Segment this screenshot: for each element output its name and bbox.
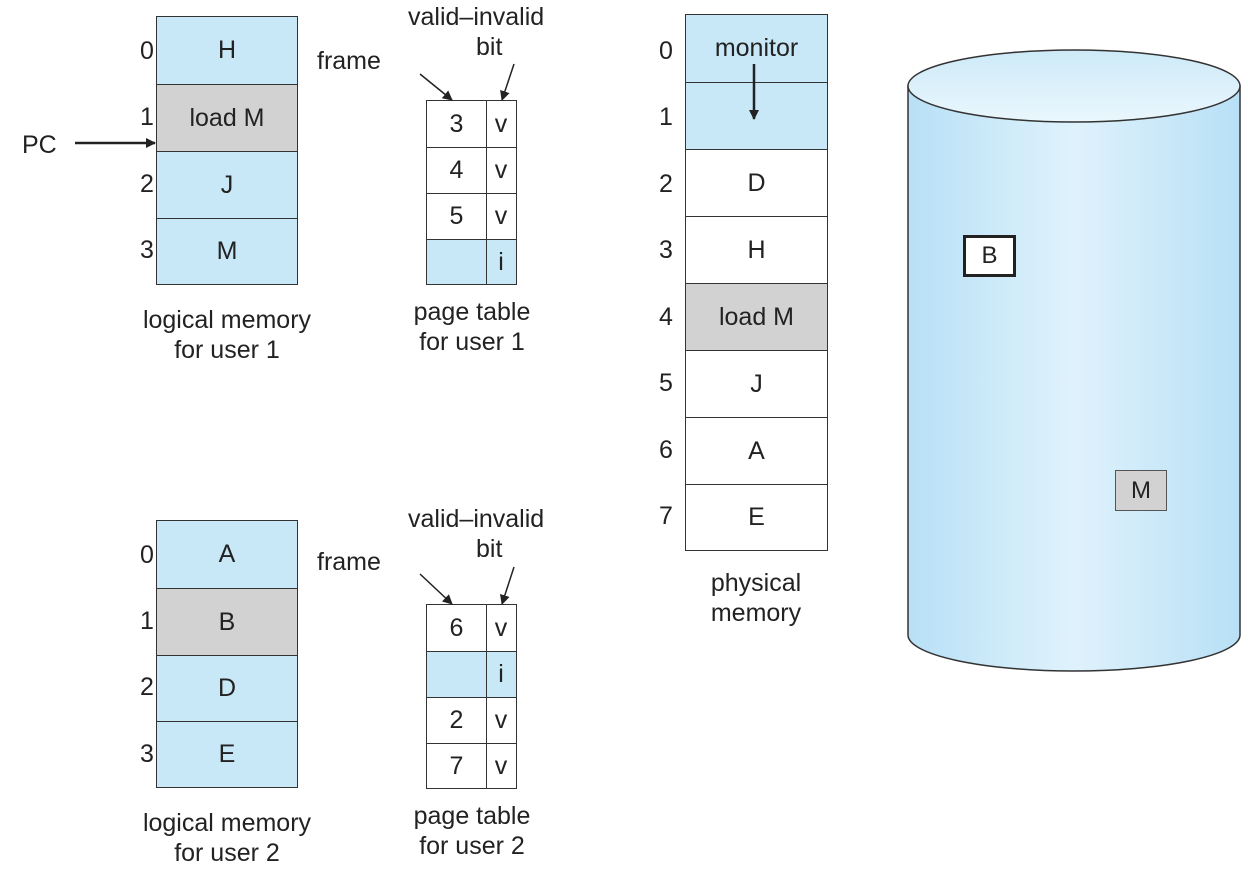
user1-page-1: load M: [157, 84, 297, 151]
user2-page-table-caption: page table for user 2: [372, 801, 572, 861]
user1-page-0: H: [157, 17, 297, 84]
frame-index: 1: [659, 103, 673, 131]
user1-page-index: 1: [140, 103, 154, 131]
user2-page-index: 1: [140, 607, 154, 635]
frame-number: 2: [427, 698, 487, 743]
user1-page-index: 3: [140, 236, 154, 264]
valid-invalid-label: valid–invalid: [408, 505, 545, 533]
caption-line: for user 2: [419, 832, 525, 860]
frame-index: 4: [659, 303, 673, 331]
caption-line: logical memory: [142, 306, 312, 334]
user2-page-index: 3: [140, 740, 154, 768]
frame-number: 6: [427, 605, 487, 651]
page-table-row: 7 v: [427, 743, 516, 788]
frame-label: frame: [317, 47, 381, 75]
frame-number: [427, 240, 487, 284]
physical-frame-7: E: [686, 484, 827, 550]
user1-page-index: 0: [140, 37, 154, 65]
disk-page-m: M: [1115, 470, 1167, 511]
page-table-row: i: [427, 651, 516, 697]
valid-bit: v: [494, 613, 508, 642]
valid-bit: v: [494, 109, 508, 138]
physical-frame-1: [686, 82, 827, 149]
frame-number: 5: [427, 194, 487, 239]
user2-page-2: D: [157, 655, 297, 721]
disk-icon: [907, 49, 1241, 672]
page-table-row: 6 v: [427, 605, 516, 651]
user2-page-1: B: [157, 588, 297, 655]
page-table-row: 5 v: [427, 193, 516, 239]
caption-line: page table: [413, 298, 531, 326]
valid-bit: v: [494, 706, 508, 734]
user2-page-0: A: [157, 521, 297, 588]
user1-frame-arrow: [419, 73, 453, 101]
physical-memory-caption: physical memory: [656, 568, 856, 628]
caption-line: for user 1: [174, 336, 280, 364]
pc-label: PC: [22, 131, 57, 159]
frame-index: 0: [659, 37, 673, 65]
frame-number: 3: [427, 101, 487, 147]
page-table-row: 4 v: [427, 147, 516, 193]
physical-frame-0: monitor: [686, 15, 827, 82]
valid-bit: i: [498, 660, 504, 688]
frame-index: 7: [659, 502, 673, 530]
caption-line: physical: [710, 569, 802, 597]
physical-frame-3: H: [686, 216, 827, 283]
user2-bit-arrow: [500, 566, 515, 605]
frame-index: 2: [659, 170, 673, 198]
caption-line: memory: [710, 599, 802, 627]
user2-page-index: 0: [140, 541, 154, 569]
user2-page-table-grid: 6 v i 2 v 7 v: [426, 604, 517, 789]
valid-invalid-label: valid–invalid: [408, 3, 545, 31]
frame-number: 4: [427, 148, 487, 193]
disk-body: [907, 85, 1241, 672]
user1-page-table-caption: page table for user 1: [372, 297, 572, 357]
disk-top: [907, 49, 1241, 123]
user1-page-table-grid: 3 v 4 v 5 v i: [426, 100, 517, 285]
bit-label: bit: [476, 33, 503, 61]
frame-index: 3: [659, 236, 673, 264]
user1-page-2: J: [157, 151, 297, 218]
caption-line: for user 2: [174, 839, 280, 867]
user1-logical-memory-stack: H load M J M: [156, 16, 298, 285]
valid-bit: v: [494, 751, 508, 780]
frame-number: [427, 652, 487, 697]
user2-logical-memory-stack: A B D E: [156, 520, 298, 788]
frame-index: 6: [659, 436, 673, 464]
user2-logical-memory-caption: logical memory for user 2: [107, 808, 347, 868]
physical-frame-6: A: [686, 417, 827, 484]
caption-line: page table: [413, 802, 531, 830]
page-table-row: 3 v: [427, 101, 516, 147]
user1-logical-memory-caption: logical memory for user 1: [107, 305, 347, 365]
valid-bit: v: [494, 156, 508, 184]
frame-index: 5: [659, 369, 673, 397]
frame-label: frame: [317, 548, 381, 576]
physical-frame-4: load M: [686, 283, 827, 350]
user1-bit-arrow: [500, 63, 515, 101]
valid-bit: i: [498, 247, 504, 276]
user1-page-index: 2: [140, 170, 154, 198]
user2-frame-arrow: [419, 573, 453, 605]
page-table-row: 2 v: [427, 697, 516, 743]
caption-line: for user 1: [419, 328, 525, 356]
bit-label: bit: [476, 535, 503, 563]
physical-frame-5: J: [686, 350, 827, 417]
physical-memory-stack: monitor D H load M J A E: [685, 14, 828, 551]
user2-page-index: 2: [140, 673, 154, 701]
page-table-row: i: [427, 239, 516, 284]
disk-page-b: B: [963, 235, 1016, 277]
physical-frame-2: D: [686, 149, 827, 216]
user2-page-3: E: [157, 721, 297, 787]
caption-line: logical memory: [142, 809, 312, 837]
frame-number: 7: [427, 744, 487, 788]
valid-bit: v: [494, 202, 508, 230]
user1-page-3: M: [157, 218, 297, 284]
